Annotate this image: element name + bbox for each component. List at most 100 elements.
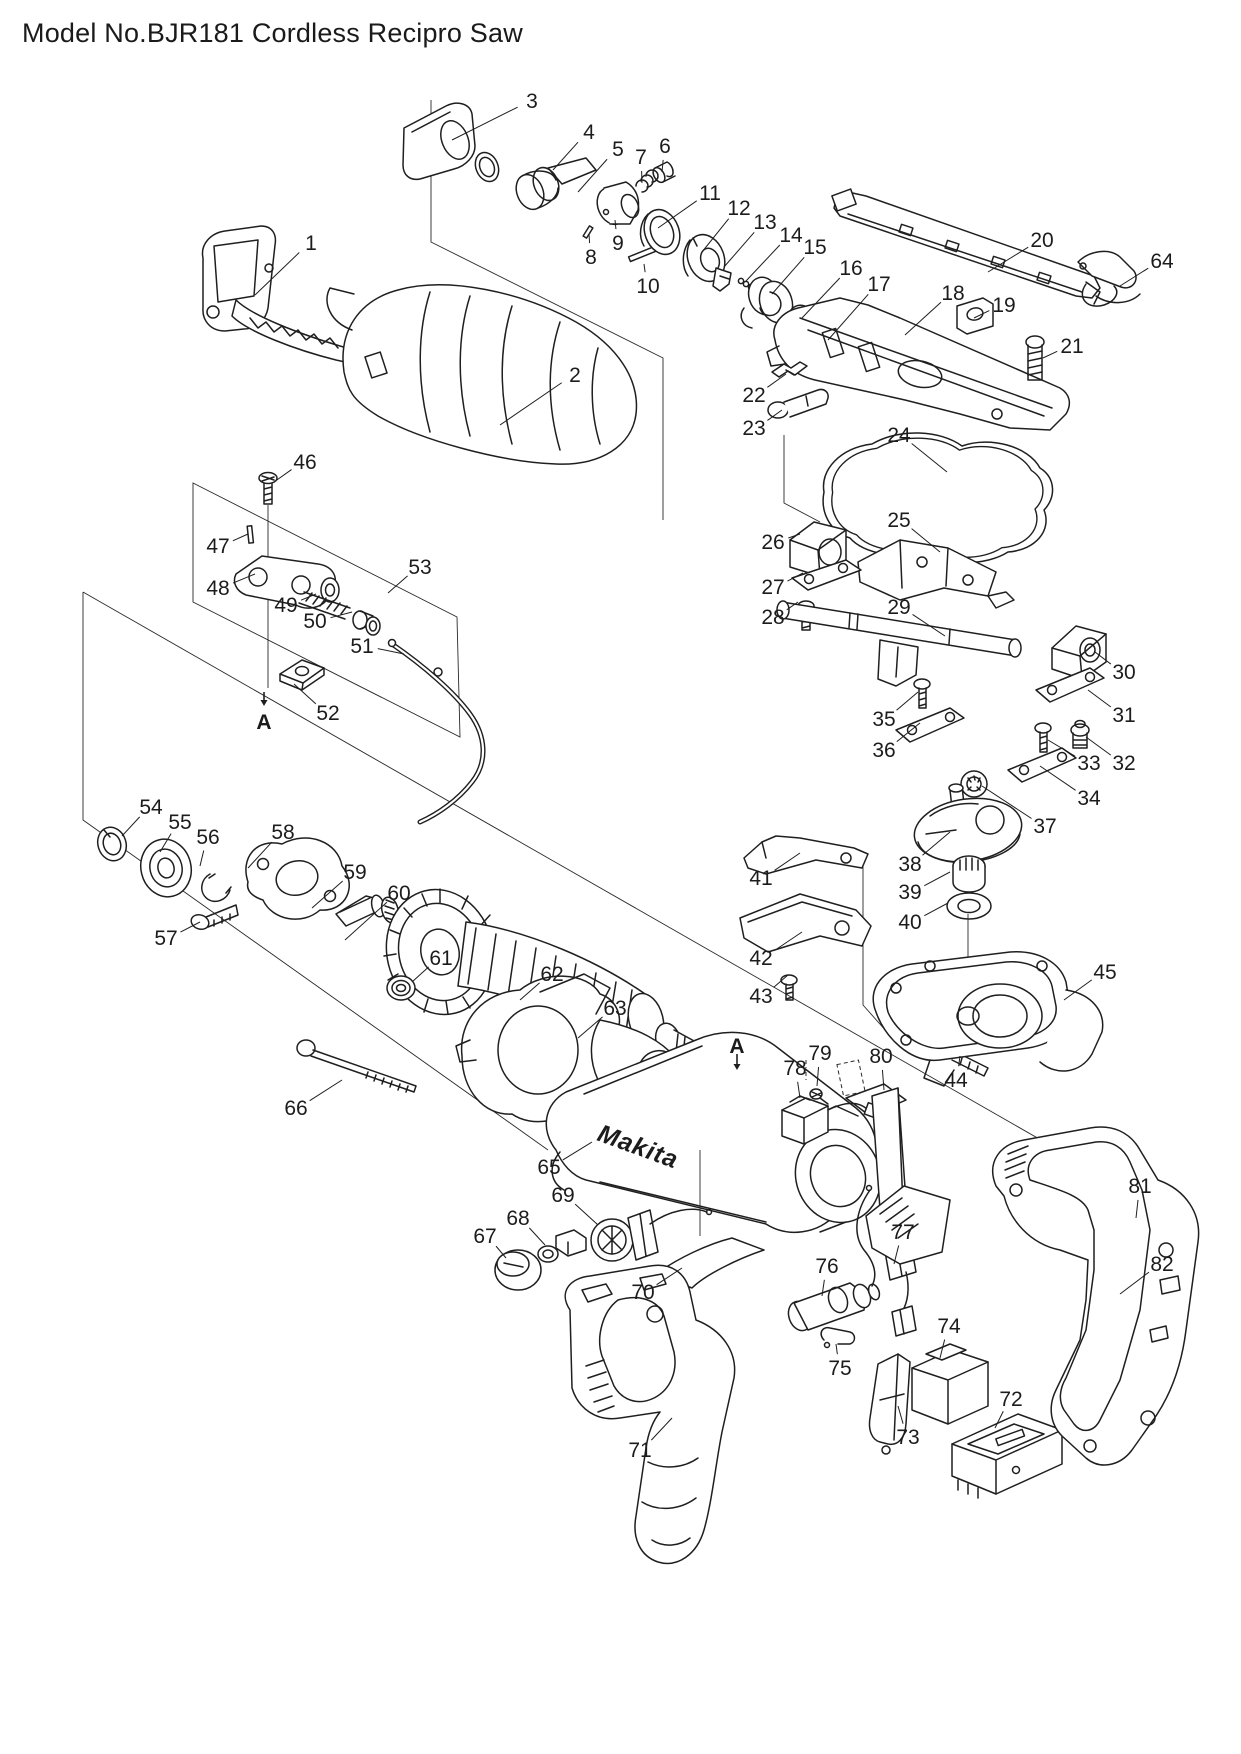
section-marker-arrowhead <box>733 1064 741 1070</box>
part-number-16: 16 <box>839 257 862 280</box>
leader-line-74 <box>939 1339 946 1359</box>
part-23-drawing <box>767 388 829 419</box>
part-number-23: 23 <box>742 417 765 440</box>
part-number-45: 45 <box>1093 961 1116 984</box>
leader-line-37 <box>981 785 1032 819</box>
part-39-drawing <box>952 855 986 893</box>
part-51-drawing <box>387 638 486 825</box>
part-31-drawing <box>1035 667 1105 703</box>
part-number-71: 71 <box>628 1439 651 1462</box>
part-number-51: 51 <box>350 635 373 658</box>
part-number-33: 33 <box>1077 752 1100 775</box>
part-number-8: 8 <box>585 246 597 269</box>
leader-line-31 <box>1087 689 1112 708</box>
part-number-63: 63 <box>603 997 626 1020</box>
leader-line-26 <box>788 533 801 539</box>
part-number-60: 60 <box>387 882 410 905</box>
part-number-76: 76 <box>815 1255 838 1278</box>
part-27-drawing <box>791 559 862 591</box>
part-number-56: 56 <box>196 826 219 849</box>
part-36-drawing <box>895 707 965 743</box>
leader-line-58 <box>247 841 273 869</box>
part-number-11: 11 <box>699 182 721 205</box>
part-number-49: 49 <box>274 594 297 617</box>
leader-line-3 <box>451 106 518 141</box>
section-marker-A-2: A <box>729 1035 744 1058</box>
leader-line-15 <box>771 256 805 295</box>
part-number-22: 22 <box>742 384 765 407</box>
leader-line-10 <box>643 263 646 273</box>
part-number-3: 3 <box>526 90 538 113</box>
part-55-drawing <box>139 838 193 898</box>
part-number-21: 21 <box>1060 335 1083 358</box>
part-65-drawing: Makita <box>545 1031 907 1234</box>
part-number-67: 67 <box>473 1225 496 1248</box>
leader-line-20 <box>987 246 1029 273</box>
part-number-55: 55 <box>168 811 191 834</box>
leader-line-30 <box>1094 651 1112 665</box>
part-20-drawing <box>831 188 1101 305</box>
leader-line-69 <box>574 1203 599 1226</box>
leader-line-73 <box>897 1405 904 1424</box>
part-number-24: 24 <box>887 424 911 447</box>
part-number-36: 36 <box>872 739 895 762</box>
leader-line-62 <box>519 982 540 1001</box>
part-3-drawing <box>402 102 476 181</box>
leader-line-76 <box>821 1279 825 1297</box>
part-number-74: 74 <box>937 1315 961 1338</box>
part-number-37: 37 <box>1033 815 1056 838</box>
leader-line-52 <box>293 683 317 705</box>
leader-line-23 <box>767 409 783 421</box>
leader-line-70 <box>656 1267 683 1286</box>
part-number-35: 35 <box>872 708 895 731</box>
leader-line-39 <box>924 871 951 887</box>
leader-line-64 <box>1119 267 1149 287</box>
part-number-80: 80 <box>869 1045 892 1068</box>
part-26-drawing <box>789 521 847 578</box>
part-number-32: 32 <box>1112 752 1135 775</box>
leader-line-80 <box>881 1069 885 1091</box>
leader-line-56 <box>199 850 205 867</box>
part-number-1: 1 <box>305 232 317 255</box>
part-number-27: 27 <box>761 576 784 599</box>
leader-line-68 <box>528 1227 546 1246</box>
part-24-drawing <box>822 432 1054 564</box>
leader-line-77 <box>893 1245 900 1265</box>
leader-line-63 <box>577 1016 603 1039</box>
leader-line-43 <box>773 974 789 988</box>
leader-line-11 <box>657 200 698 229</box>
part-72-drawing <box>951 1413 1063 1499</box>
leader-line-9 <box>614 219 617 230</box>
leader-line-57 <box>180 921 201 933</box>
part-75-drawing <box>820 1326 856 1349</box>
leader-line-67 <box>495 1245 507 1259</box>
leader-line-51 <box>377 648 405 655</box>
part-56-drawing <box>201 873 232 903</box>
part-number-65: 65 <box>537 1156 560 1179</box>
part-number-34: 34 <box>1077 787 1101 810</box>
part-number-26: 26 <box>761 531 784 554</box>
leader-line-18 <box>904 301 942 336</box>
part-number-73: 73 <box>896 1426 919 1449</box>
part-number-50: 50 <box>303 610 326 633</box>
leader-line-65 <box>562 1141 593 1161</box>
part-number-47: 47 <box>206 535 229 558</box>
part-number-58: 58 <box>271 821 294 844</box>
leader-line-72 <box>994 1411 1004 1429</box>
leader-line-12 <box>701 218 730 253</box>
leader-line-6 <box>661 159 664 173</box>
part-46-drawing <box>258 471 278 505</box>
part-58-drawing <box>245 837 350 920</box>
part-45-drawing <box>872 951 1104 1087</box>
part-74-drawing <box>895 1343 989 1425</box>
part-number-18: 18 <box>941 282 964 305</box>
leader-line-54 <box>121 816 141 837</box>
part-41-drawing <box>743 835 869 875</box>
part-number-70: 70 <box>631 1281 654 1304</box>
part-5-drawing <box>515 157 597 211</box>
part-47-drawing <box>246 525 255 544</box>
leader-line-48 <box>232 573 256 584</box>
part-number-19: 19 <box>992 294 1015 317</box>
leader-line-50 <box>330 611 353 619</box>
part-number-42: 42 <box>749 947 772 970</box>
